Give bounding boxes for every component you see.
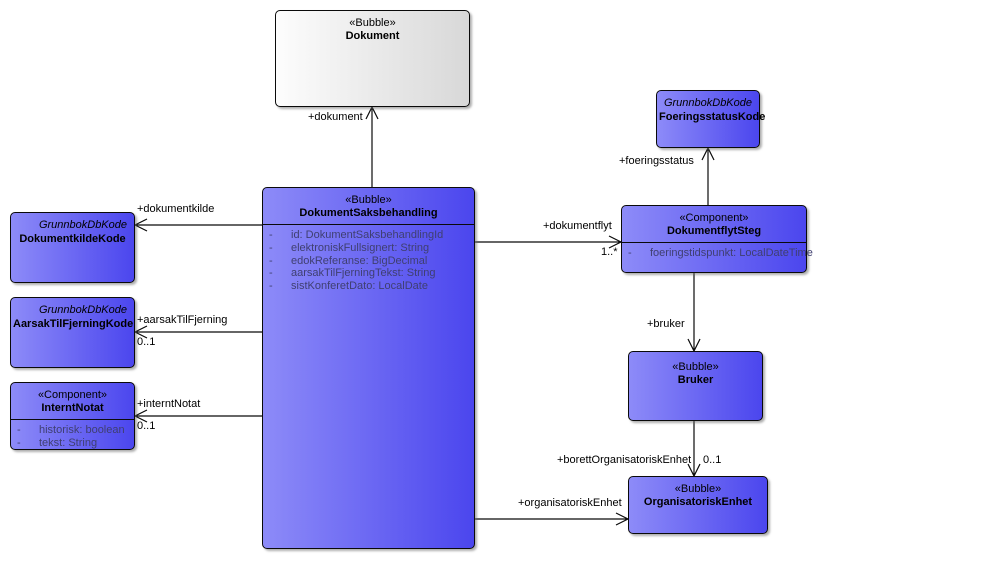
attribute-text: historisk: boolean — [39, 424, 125, 436]
edge-label-dokumentflyt: +dokumentflyt — [543, 220, 612, 232]
class-bruker[interactable]: «Bubble» Bruker — [628, 351, 763, 421]
edge-label-organisatoriskenhet: +organisatoriskEnhet — [518, 497, 622, 509]
edge-multiplicity-borettorganisatoriskenhet: 0..1 — [703, 454, 722, 466]
visibility-marker: - — [269, 229, 273, 241]
class-stereotype: GrunnbokDbKode — [38, 219, 127, 231]
class-name: Dokument — [345, 30, 400, 42]
class-name: Bruker — [677, 374, 714, 386]
class-stereotype: GrunnbokDbKode — [38, 304, 127, 316]
attribute-text: id: DokumentSaksbehandlingId — [291, 229, 444, 241]
class-stereotype: «Bubble» — [672, 361, 719, 373]
visibility-marker: - — [269, 241, 273, 254]
attribute-row: - tekst: String — [17, 437, 131, 450]
connector-borettOrganisatoriskEnhet — [687, 421, 701, 478]
class-dokumentkildekode[interactable]: GrunnbokDbKode DokumentkildeKode — [10, 212, 135, 283]
class-stereotype: «Bubble» — [674, 483, 722, 495]
connector-dokumentkilde — [133, 218, 262, 232]
attributes-compartment: - historisk: boolean - tekst: String — [11, 420, 134, 450]
edge-label-dokumentkilde: +dokumentkilde — [137, 203, 215, 215]
attribute-row: - id: DokumentSaksbehandlingId — [269, 229, 471, 242]
class-stereotype: «Component» — [37, 389, 108, 401]
connector-bruker — [687, 273, 701, 353]
visibility-marker: - — [628, 247, 632, 259]
class-name: DokumentkildeKode — [19, 233, 126, 245]
connector-dokument — [365, 105, 379, 187]
attribute-text: sistKonferetDato: LocalDate — [291, 280, 428, 293]
attribute-row: - aarsakTilFjerningTekst: String — [269, 267, 471, 280]
compartment-divider — [622, 242, 806, 243]
edge-label-bruker: +bruker — [647, 318, 685, 330]
class-name: InterntNotat — [41, 402, 104, 414]
class-stereotype: «Bubble» — [349, 17, 396, 29]
edge-label-foeringsstatus: +foeringsstatus — [619, 155, 694, 167]
attribute-row: - edokReferanse: BigDecimal — [269, 255, 471, 268]
class-name: FoeringsstatusKode — [659, 111, 766, 123]
edge-multiplicity-aarsaktilfjerning: 0..1 — [137, 336, 156, 348]
attribute-text: tekst: String — [39, 436, 98, 449]
visibility-marker: - — [269, 280, 273, 293]
edge-label-interntnotat: +interntNotat — [137, 398, 201, 410]
class-name: AarsakTilFjerningKode — [13, 318, 134, 330]
edge-multiplicity-dokumentflyt: 1..* — [601, 246, 618, 258]
class-organisatoriskenhet[interactable]: «Bubble» OrganisatoriskEnhet — [628, 476, 768, 534]
edge-label-dokument: +dokument — [308, 111, 363, 123]
connector-dokumentflyt — [475, 235, 623, 249]
class-interntnotat[interactable]: «Component» InterntNotat - historisk: bo… — [10, 382, 135, 450]
connector-interntNotat — [133, 409, 262, 423]
class-dokumentflytsteg[interactable]: «Component» DokumentflytSteg - foeringst… — [621, 205, 813, 273]
attribute-row: - foeringstidspunkt: LocalDateTime — [628, 247, 813, 260]
attribute-text: edokReferanse: BigDecimal — [291, 254, 428, 267]
connector-organisatoriskEnhet — [475, 512, 630, 526]
attribute-text: elektroniskFullsignert: String — [291, 241, 430, 254]
class-stereotype: «Bubble» — [345, 194, 392, 206]
compartment-divider — [11, 419, 134, 420]
visibility-marker: - — [17, 436, 21, 449]
class-dokument[interactable]: «Bubble» Dokument — [275, 10, 470, 107]
edge-multiplicity-interntnotat: 0..1 — [137, 420, 156, 432]
attribute-text: aarsakTilFjerningTekst: String — [291, 267, 436, 280]
visibility-marker: - — [269, 267, 273, 280]
attribute-row: - sistKonferetDato: LocalDate — [269, 280, 471, 293]
class-name: DokumentflytSteg — [666, 225, 762, 237]
visibility-marker: - — [17, 424, 21, 436]
attribute-row: - historisk: boolean — [17, 424, 131, 437]
connector-aarsakTilFjerning — [133, 325, 262, 339]
class-aarsaktilfjerningkode[interactable]: GrunnbokDbKode AarsakTilFjerningKode — [10, 297, 135, 368]
visibility-marker: - — [269, 254, 273, 267]
class-stereotype: GrunnbokDbKode — [663, 97, 752, 109]
attributes-compartment: - foeringstidspunkt: LocalDateTime — [622, 243, 813, 260]
class-stereotype: «Component» — [679, 212, 749, 224]
class-dokumentsaksbehandling[interactable]: «Bubble» DokumentSaksbehandling - id: Do… — [262, 187, 475, 549]
attributes-compartment: - id: DokumentSaksbehandlingId - elektro… — [263, 225, 474, 293]
attribute-row: - elektroniskFullsignert: String — [269, 242, 471, 255]
class-foeringsstatuskode[interactable]: GrunnbokDbKode FoeringsstatusKode — [656, 90, 766, 148]
class-name: DokumentSaksbehandling — [299, 207, 438, 219]
attribute-text: foeringstidspunkt: LocalDateTime — [650, 247, 813, 259]
connector-foeringsstatus — [701, 146, 715, 205]
edge-label-borettorganisatoriskenhet: +borettOrganisatoriskEnhet — [557, 454, 692, 466]
class-name: OrganisatoriskEnhet — [643, 496, 753, 508]
compartment-divider — [263, 224, 474, 225]
edge-label-aarsaktilfjerning: +aarsakTilFjerning — [137, 314, 228, 326]
